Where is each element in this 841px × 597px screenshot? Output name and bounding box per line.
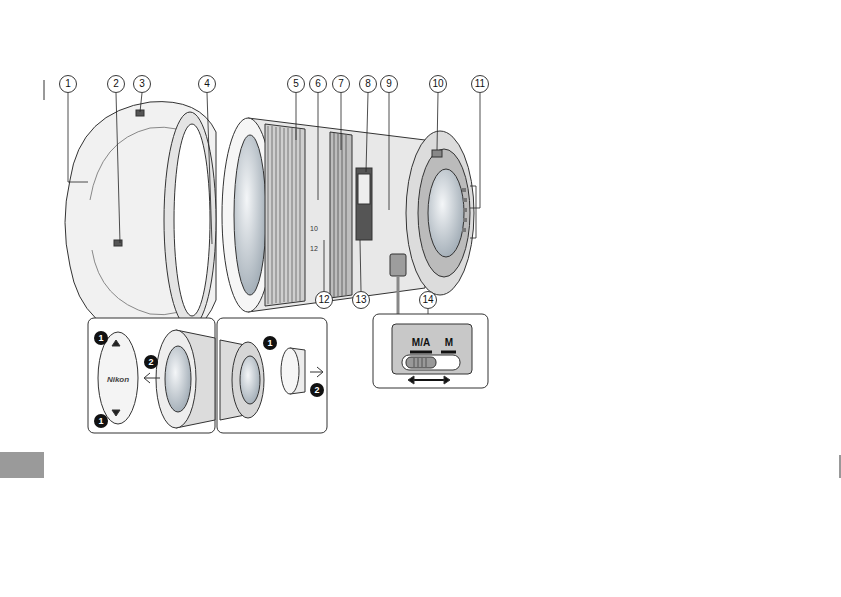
cap-inset bbox=[88, 318, 327, 433]
callout-number: 12 bbox=[318, 295, 329, 305]
step-number: 2 bbox=[314, 386, 319, 395]
switch-position: M bbox=[445, 338, 453, 348]
inset-connector bbox=[397, 276, 400, 314]
zoom-scale: 12 bbox=[310, 245, 318, 252]
step-number: 1 bbox=[267, 339, 272, 348]
switch-inset bbox=[373, 314, 488, 388]
brand-mark: Nikon bbox=[107, 376, 129, 384]
step-number: 1 bbox=[98, 334, 103, 343]
callout-number: 7 bbox=[338, 79, 344, 89]
callout-number: 11 bbox=[475, 79, 485, 89]
step-circle bbox=[94, 331, 324, 428]
lens-body bbox=[222, 118, 474, 312]
zoom-scale: 10 bbox=[310, 225, 318, 232]
page-tab bbox=[0, 452, 44, 478]
callout-number: 3 bbox=[139, 79, 145, 89]
callout-number: 6 bbox=[315, 79, 321, 89]
callout-number: 2 bbox=[113, 79, 119, 89]
callout-number: 13 bbox=[355, 295, 366, 305]
callout-number: 1 bbox=[65, 79, 71, 89]
callout-number: 5 bbox=[293, 79, 299, 89]
leader-line bbox=[68, 93, 480, 350]
callout-number: 10 bbox=[432, 79, 443, 89]
callout-number: 9 bbox=[386, 79, 392, 89]
callout-number: 4 bbox=[204, 79, 210, 89]
callout-circle bbox=[60, 76, 489, 309]
switch-position: M/A bbox=[412, 338, 430, 348]
step-number: 1 bbox=[98, 417, 103, 426]
callout-number: 14 bbox=[422, 295, 433, 305]
callout-number: 8 bbox=[365, 79, 371, 89]
step-number: 2 bbox=[148, 358, 153, 367]
lens-hood bbox=[65, 102, 216, 341]
